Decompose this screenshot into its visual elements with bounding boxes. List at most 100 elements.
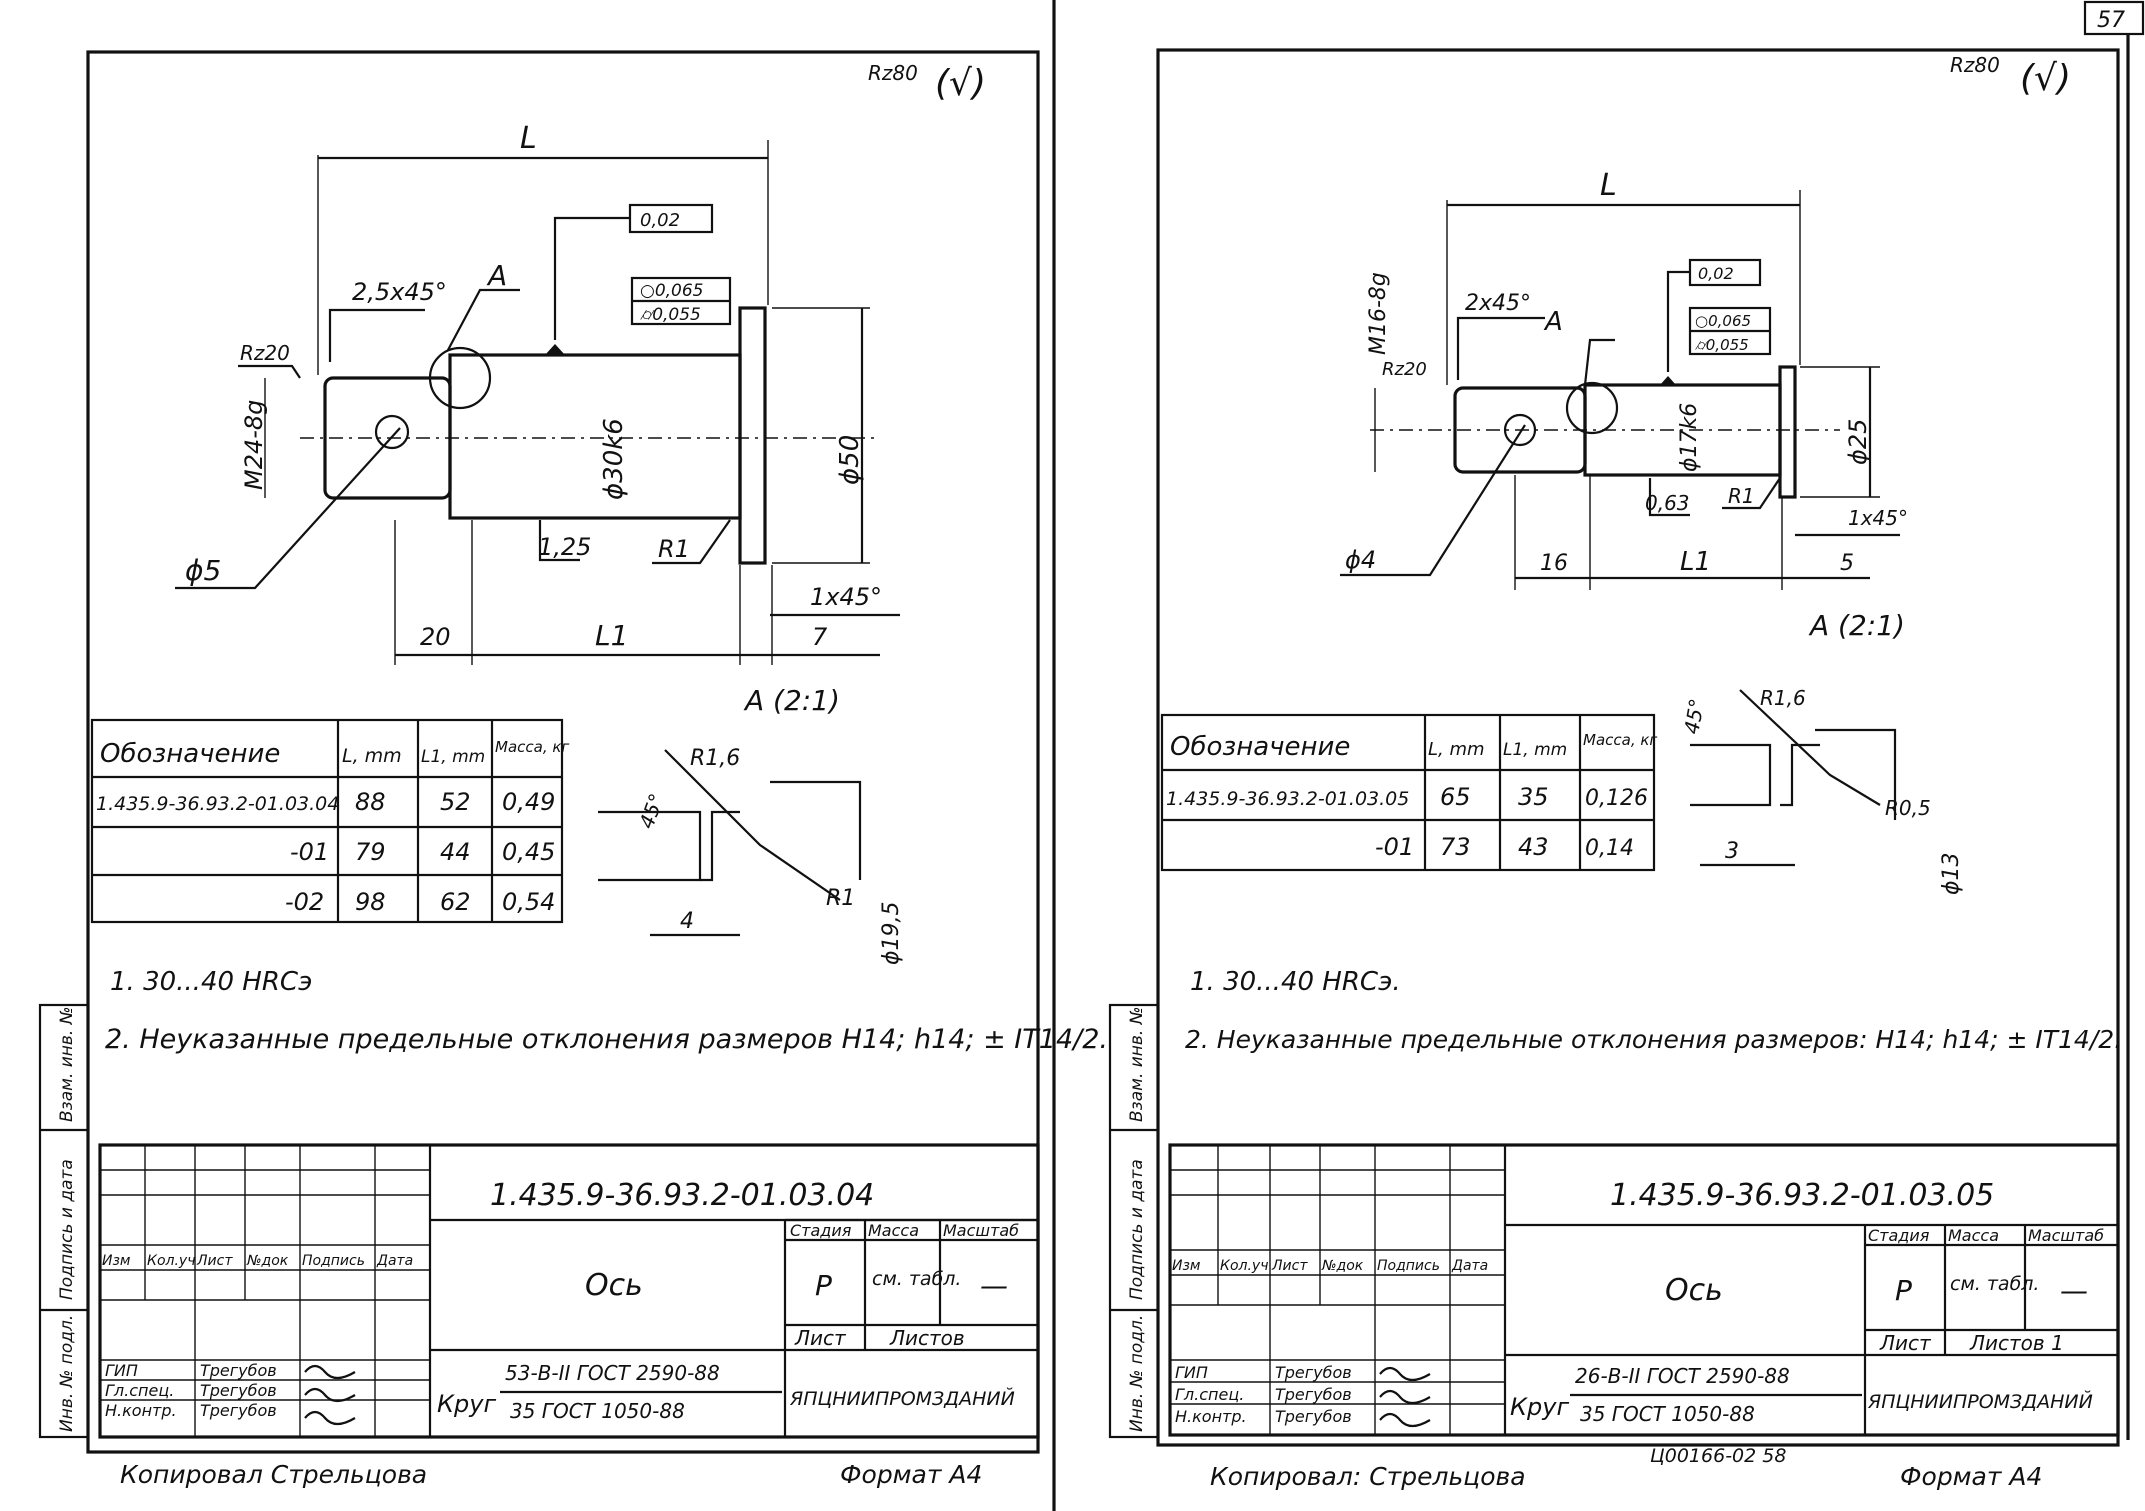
- th-mass-r: Масса, кг: [1583, 731, 1657, 749]
- radius-label: R1: [658, 535, 690, 563]
- leader-A-label: A: [486, 259, 507, 292]
- tol-value-1-r: ○0,065: [1695, 312, 1751, 330]
- spec-table-left: Обозначение L, mm L1, mm Масса, кг 1.435…: [90, 718, 569, 924]
- signatures-r: [1379, 1366, 1431, 1428]
- rev-col-4: №док: [246, 1253, 289, 1269]
- cell-r0-L1: 52: [440, 788, 471, 816]
- cell-r0-designation-r: 1.435.9-36.93.2-01.03.05: [1166, 788, 1409, 810]
- shaft-view-left: L 0,02 ○0,065 ⌭0,055 2,5x45° A Rz20 M24-…: [175, 121, 900, 717]
- sheet-left: Rz80 (√) L 0,02 ○0,065 ⌭0,055: [38, 50, 1108, 1489]
- th-L: L, mm: [342, 745, 402, 767]
- format-label: Формат А4: [840, 1460, 982, 1489]
- side-label-2: Подпись и дата: [57, 1159, 77, 1300]
- rz20-label-r: Rz20: [1382, 359, 1427, 380]
- dim-7-label: 7: [812, 623, 828, 651]
- hole-circle: [374, 414, 410, 450]
- cell-r1-L1: 44: [440, 838, 471, 866]
- dim-L1-label: L1: [595, 619, 628, 652]
- cell-r1-L-r: 73: [1440, 833, 1471, 861]
- role-3-r: Н.контр.: [1175, 1407, 1247, 1426]
- cell-r0-designation: 1.435.9-36.93.2-01.03.04: [96, 793, 339, 815]
- chamfer-right-label: 1x45°: [810, 583, 882, 611]
- tb-name: Ось: [585, 1268, 643, 1303]
- cell-r2-L1: 62: [440, 888, 471, 916]
- tb-material-c-r: 35 ГОСТ 1050-88: [1580, 1402, 1755, 1426]
- runout-frame: [628, 203, 714, 234]
- th-L1: L1, mm: [421, 747, 485, 767]
- rev-col-5: Подпись: [302, 1253, 365, 1269]
- tb-stage-hdr: Стадия: [790, 1221, 852, 1240]
- tb-material-b-r: 26-В-II ГОСТ 2590-88: [1575, 1364, 1790, 1388]
- tolerance-value-2: ⌭0,055: [640, 305, 701, 325]
- tolerance-value-1: ○0,065: [640, 281, 704, 301]
- rev-col-3-r: Лист: [1271, 1258, 1308, 1274]
- cell-r1-L1-r: 43: [1518, 833, 1549, 861]
- note-1: 1. 30...40 HRCэ: [110, 967, 312, 997]
- cell-r0-L-r: 65: [1440, 783, 1471, 811]
- rough-mid-label: 1,25: [538, 533, 591, 561]
- note-1-r: 1. 30...40 HRCэ.: [1190, 967, 1401, 997]
- dim-20-label: 20: [420, 623, 451, 651]
- cell-r0-mass: 0,49: [502, 788, 555, 816]
- tb-mass: см. табл.: [872, 1268, 961, 1290]
- flange: [738, 306, 767, 565]
- tb-sheets-hdr: Листов: [889, 1326, 965, 1350]
- cell-r1-designation-r: -01: [1375, 833, 1414, 861]
- cell-r1-L: 79: [355, 838, 386, 866]
- side-label-1-r: Инв. № подл.: [1127, 1315, 1147, 1432]
- dim-L-label: L: [520, 121, 537, 156]
- role-3: Н.контр.: [105, 1401, 177, 1420]
- detail-r-b-r: R0,5: [1885, 796, 1931, 820]
- detail-dim-r: 3: [1725, 839, 1739, 864]
- role-2-r: Гл.спец.: [1175, 1385, 1244, 1404]
- th-L-r: L, mm: [1428, 739, 1485, 760]
- roughness-paren: (√): [935, 63, 986, 104]
- cell-r0-mass-r: 0,126: [1585, 786, 1648, 811]
- tb-material-c: 35 ГОСТ 1050-88: [510, 1399, 685, 1423]
- spec-table-right: Обозначение L, mm L1, mm Масса, кг 1.435…: [1160, 713, 1657, 872]
- chamfer-left-label-r: 2x45°: [1465, 291, 1531, 316]
- cell-r2-mass: 0,54: [502, 888, 555, 916]
- rev-col-2-r: Кол.уч: [1220, 1258, 1268, 1274]
- detail-diam: ϕ19,5: [879, 902, 904, 966]
- role-2: Гл.спец.: [105, 1381, 174, 1400]
- rev-col-1-r: Изм: [1172, 1258, 1201, 1274]
- th-mass: Масса, кг: [495, 738, 569, 756]
- shaft-body: [448, 353, 742, 520]
- name-3: Трегубов: [200, 1401, 277, 1420]
- page-number-box: [2083, 0, 2145, 36]
- th-designation: Обозначение: [100, 739, 280, 769]
- title-block-left: Изм Кол.уч Лист №док Подпись Дата ГИП Гл…: [98, 1143, 1040, 1439]
- dim-L-label-r: L: [1600, 168, 1617, 203]
- detail-dim: 4: [680, 909, 694, 934]
- chamfer-left-label: 2,5x45°: [352, 278, 447, 306]
- code-label-r: Ц00166-02 58: [1650, 1445, 1786, 1467]
- datum-marker: [545, 344, 565, 355]
- name-1: Трегубов: [200, 1361, 277, 1380]
- tb-material-a-r: Круг: [1510, 1393, 1569, 1421]
- cell-r1-mass-r: 0,14: [1585, 836, 1634, 861]
- copied-by: Копировал Стрельцова: [120, 1460, 427, 1489]
- signatures: [304, 1364, 356, 1426]
- name-3-r: Трегубов: [1275, 1407, 1352, 1426]
- diam-right-label-r: ϕ25: [1844, 419, 1872, 465]
- tb-designation-r: 1.435.9-36.93.2-01.03.05: [1610, 1178, 1994, 1213]
- tb-org-r: ЯПЦНИИПРОМЗДАНИЙ: [1867, 1390, 2093, 1413]
- dim-L1-label-r: L1: [1680, 547, 1711, 577]
- tb-stage-hdr-r: Стадия: [1868, 1226, 1930, 1245]
- side-label-3-r: Взам. инв. №: [1127, 1007, 1147, 1122]
- th-L1-r: L1, mm: [1503, 740, 1567, 760]
- side-label-1: Инв. № подл.: [57, 1315, 77, 1432]
- tb-mass-r: см. табл.: [1950, 1273, 2039, 1295]
- shaft-view-right: L 0,02 ○0,065 ⌭0,055 2x45° A Rz20 M16-8g…: [1340, 168, 1908, 642]
- tb-stage-r: Р: [1895, 1274, 1912, 1307]
- radius-label-r: R1: [1728, 484, 1755, 508]
- cell-r1-mass: 0,45: [502, 838, 555, 866]
- rev-col-3: Лист: [196, 1253, 233, 1269]
- chamfer-right-label-r: 1x45°: [1848, 506, 1908, 530]
- diam-right-label: ϕ50: [835, 435, 865, 485]
- tb-designation: 1.435.9-36.93.2-01.03.04: [490, 1178, 874, 1213]
- detail-r-b: R1: [826, 886, 855, 911]
- role-1: ГИП: [105, 1361, 138, 1380]
- name-2-r: Трегубов: [1275, 1385, 1352, 1404]
